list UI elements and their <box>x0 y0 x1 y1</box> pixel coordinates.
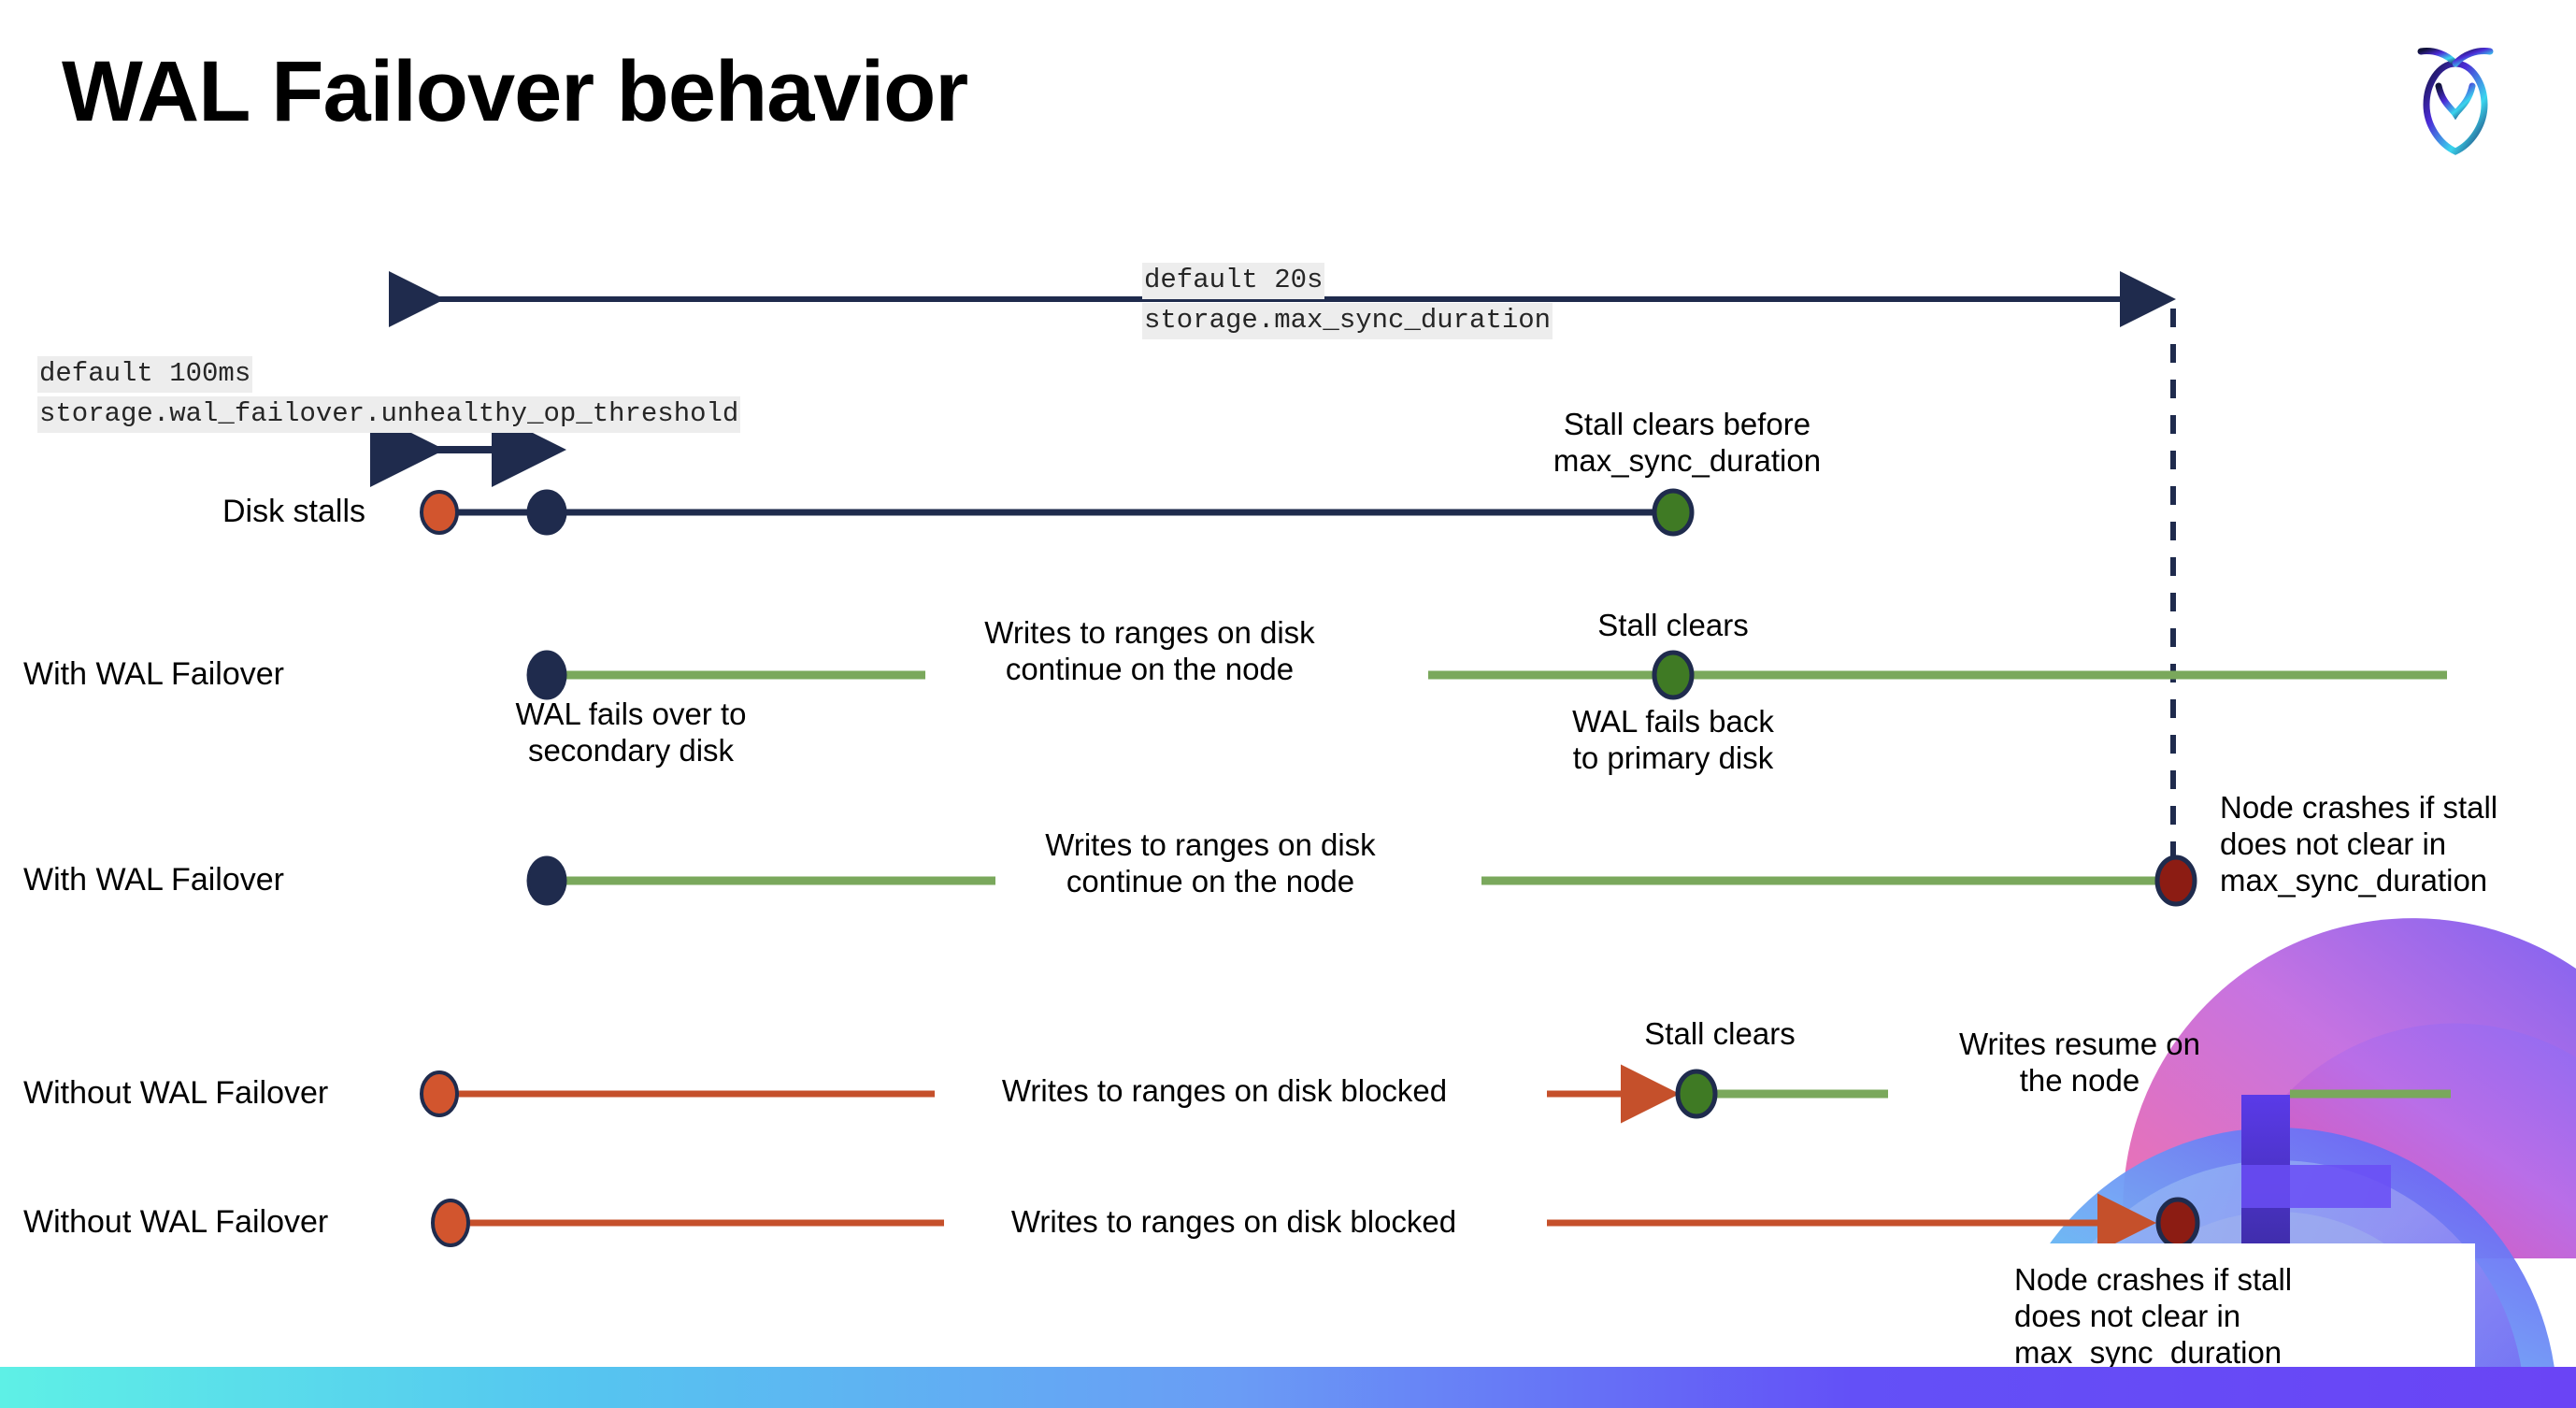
annotation-wal-fails-over: WAL fails over to secondary disk <box>515 697 747 768</box>
annotation-writes-blocked-2: Writes to ranges on disk blocked <box>1010 1204 1457 1239</box>
max-sync-duration-setting-chip: storage.max_sync_duration <box>1142 303 1553 339</box>
row-label-with-wal-failover-1: With WAL Failover <box>23 656 284 692</box>
annotation-stall-clears-before: Stall clears before max_sync_duration <box>1553 407 1822 478</box>
row-label-without-wal-failover-2: Without WAL Failover <box>23 1204 329 1240</box>
annotation-writes-blocked-1: Writes to ranges on disk blocked <box>1001 1073 1448 1108</box>
annotation-stall-clears-2: Stall clears <box>1644 1016 1796 1051</box>
bottom-gradient-bar <box>0 1367 2576 1408</box>
row-label-disk-stalls: Disk stalls <box>222 494 366 529</box>
cockroachdb-logo <box>2385 28 2526 165</box>
unhealthy-op-threshold-default-chip: default 100ms <box>37 356 253 393</box>
row-label-with-wal-failover-2: With WAL Failover <box>23 862 284 898</box>
annotation-stall-clears-1: Stall clears <box>1597 608 1749 642</box>
annotation-writes-continue-1: Writes to ranges on disk continue on the… <box>984 615 1315 686</box>
annotation-wal-fails-back: WAL fails back to primary disk <box>1572 704 1774 775</box>
unhealthy-op-threshold-setting-chip: storage.wal_failover.unhealthy_op_thresh… <box>37 396 741 433</box>
annotation-writes-resume: Writes resume on the node <box>1959 1027 2200 1098</box>
annotation-node-crashes-1: Node crashes if stall does not clear in … <box>2220 790 2498 898</box>
annotation-writes-continue-2: Writes to ranges on disk continue on the… <box>1045 827 1376 898</box>
page-title: WAL Failover behavior <box>62 44 968 139</box>
max-sync-duration-default-chip: default 20s <box>1142 263 1325 299</box>
annotation-node-crashes-2: Node crashes if stall does not clear in … <box>2014 1262 2293 1370</box>
row-label-without-wal-failover-1: Without WAL Failover <box>23 1075 329 1111</box>
